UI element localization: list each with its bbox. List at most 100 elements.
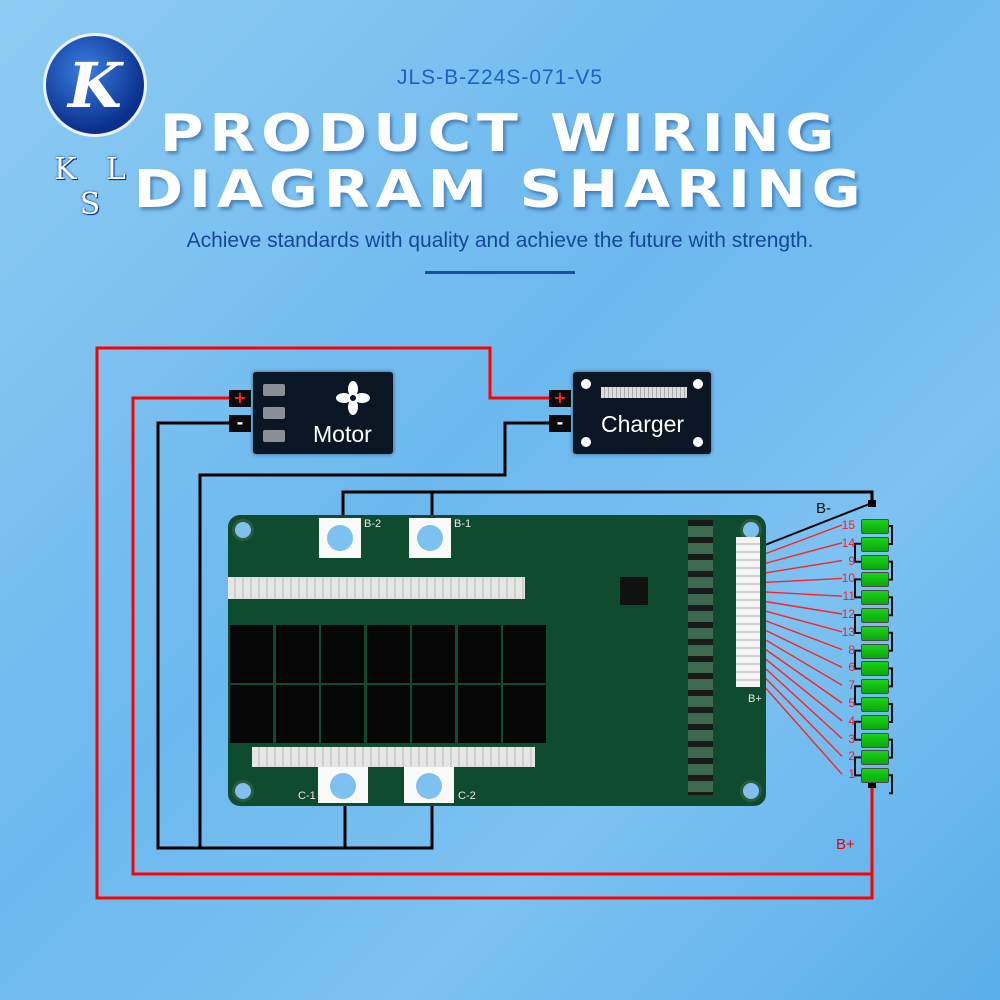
cell-label: 14 bbox=[841, 535, 855, 550]
sense-wire bbox=[761, 664, 843, 740]
mosfet bbox=[457, 685, 501, 743]
charger-label: Charger bbox=[601, 411, 685, 437]
divider bbox=[425, 271, 575, 274]
mosfet bbox=[275, 685, 319, 743]
ic-chip bbox=[620, 577, 648, 605]
battery-cell bbox=[861, 768, 889, 784]
cell-label: 7 bbox=[848, 678, 855, 693]
battery-cell bbox=[861, 519, 889, 534]
cell-label: 11 bbox=[842, 589, 855, 604]
battery-cell bbox=[861, 714, 889, 730]
sense-wire bbox=[761, 683, 843, 775]
bms-board: B-2 B-1 C-1 C-2 B+ bbox=[228, 515, 766, 806]
sense-wire bbox=[761, 542, 843, 565]
charger-device: Charger bbox=[573, 372, 711, 454]
charge-level-bar bbox=[601, 387, 687, 398]
cell-label: 15 bbox=[841, 518, 855, 532]
slot-icon bbox=[263, 384, 285, 396]
brand-name: K L S bbox=[54, 152, 136, 222]
b-plus-label: B+ bbox=[836, 836, 855, 853]
balance-connector bbox=[736, 537, 760, 687]
b2-pad bbox=[319, 518, 361, 558]
black-wire-motor-minus bbox=[156, 421, 434, 850]
black-wire-b-minus-lead bbox=[764, 502, 873, 546]
cell-label: 2 bbox=[848, 749, 855, 764]
mosfet bbox=[457, 625, 501, 683]
battery-cell bbox=[861, 572, 889, 588]
subtitle: Achieve standards with quality and achie… bbox=[186, 229, 814, 252]
motor-minus-terminal: - bbox=[229, 415, 251, 432]
cell-label: 3 bbox=[848, 731, 855, 746]
battery-cell bbox=[861, 679, 889, 695]
battery-cell bbox=[861, 697, 889, 712]
sense-wire bbox=[761, 627, 843, 669]
cell-label: 12 bbox=[841, 607, 855, 621]
c1-pad bbox=[318, 767, 368, 803]
bus-bar bbox=[252, 747, 535, 767]
motor-plus-terminal: + bbox=[229, 390, 251, 407]
battery-cell bbox=[861, 536, 889, 552]
motor-label: Motor bbox=[313, 421, 372, 447]
sense-wire bbox=[761, 524, 843, 556]
sense-wire bbox=[761, 646, 843, 704]
mosfet bbox=[321, 685, 364, 743]
b1-label: B-1 bbox=[454, 518, 472, 530]
black-wire-b-minus bbox=[341, 490, 874, 518]
mosfet bbox=[230, 625, 273, 683]
cell-label: 1 bbox=[848, 767, 855, 782]
mounting-hole bbox=[232, 519, 254, 541]
sense-wire bbox=[761, 609, 843, 633]
fan-icon bbox=[335, 380, 371, 416]
sense-wire bbox=[761, 591, 843, 597]
title-line-1: PRODUCT WIRING bbox=[159, 104, 841, 164]
c2-label: C-2 bbox=[458, 790, 476, 802]
battery-cell bbox=[861, 732, 889, 748]
black-wire-charger-minus bbox=[198, 421, 550, 848]
mosfet bbox=[412, 685, 455, 743]
cell-label: 4 bbox=[848, 713, 855, 728]
battery-cell bbox=[861, 590, 889, 606]
cell-label: 9 bbox=[848, 553, 855, 568]
mosfet bbox=[275, 625, 319, 683]
sense-wire bbox=[761, 559, 843, 575]
cell-label: 8 bbox=[848, 642, 855, 657]
logo-letter: K bbox=[68, 48, 122, 122]
battery-cell bbox=[861, 625, 889, 641]
battery-cell bbox=[861, 608, 889, 623]
bus-bar bbox=[228, 577, 525, 599]
battery-cell bbox=[861, 661, 889, 677]
sense-wire bbox=[761, 618, 843, 651]
mosfet bbox=[321, 625, 364, 683]
red-wire-motor-plus bbox=[131, 396, 872, 876]
mounting-hole bbox=[740, 780, 762, 802]
kls-logo: K bbox=[43, 33, 147, 137]
c1-label: C-1 bbox=[298, 790, 316, 802]
cell-label: 13 bbox=[841, 624, 855, 639]
model-number: JLS-B-Z24S-071-V5 bbox=[396, 66, 604, 89]
mosfet bbox=[503, 685, 546, 743]
b-minus-label: B- bbox=[816, 500, 831, 517]
sense-wire bbox=[761, 600, 843, 615]
screw-icon bbox=[693, 437, 703, 447]
sense-wire bbox=[761, 637, 843, 686]
cell-label: 10 bbox=[841, 571, 855, 586]
b2-label: B-2 bbox=[364, 518, 382, 530]
charger-minus-terminal: - bbox=[549, 415, 571, 432]
slot-icon bbox=[263, 407, 285, 419]
sense-wire bbox=[761, 577, 843, 584]
b1-pad bbox=[409, 518, 451, 558]
cell-label: 5 bbox=[848, 696, 855, 710]
screw-icon bbox=[581, 437, 591, 447]
mosfet bbox=[366, 685, 410, 743]
mounting-hole bbox=[232, 780, 254, 802]
c2-pad bbox=[404, 767, 454, 803]
slot-icon bbox=[263, 430, 285, 442]
battery-cell bbox=[861, 750, 889, 766]
resistor-column bbox=[688, 520, 713, 795]
title-line-2: DIAGRAM SHARING bbox=[133, 160, 867, 220]
board-bplus-label: B+ bbox=[748, 693, 762, 705]
mosfet bbox=[230, 685, 273, 743]
mosfet bbox=[366, 625, 410, 683]
screw-icon bbox=[693, 379, 703, 389]
